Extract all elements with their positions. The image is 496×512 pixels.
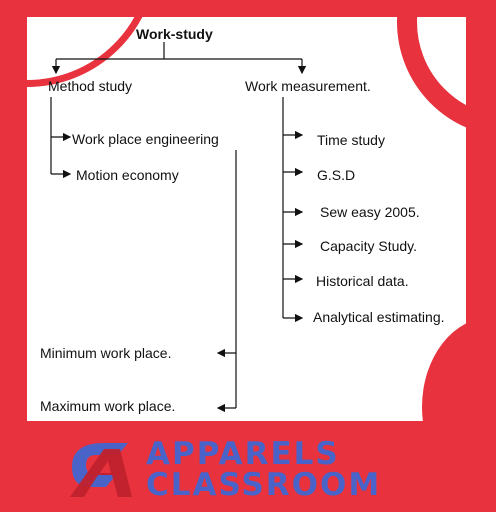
- logo-emblem: [70, 443, 132, 497]
- motion-economy-label: Motion economy: [76, 167, 179, 183]
- work-measurement-label: Work measurement.: [245, 78, 371, 94]
- logo-word-classroom: CLASSROOM: [146, 467, 382, 503]
- logo-word-apparels: APPARELS: [146, 436, 340, 472]
- sew-easy-label: Sew easy 2005.: [320, 204, 420, 220]
- minimum-work-place-label: Minimum work place.: [40, 345, 172, 361]
- analytical-estimating-label: Analytical estimating.: [313, 309, 445, 325]
- gsd-label: G.S.D: [317, 167, 356, 183]
- maximum-work-place-label: Maximum work place.: [40, 398, 176, 414]
- apparels-classroom-logo: APPARELS CLASSROOM: [0, 425, 496, 512]
- root-node-label: Work-study: [136, 26, 213, 42]
- historical-data-label: Historical data.: [316, 273, 409, 289]
- method-study-label: Method study: [48, 78, 133, 94]
- work-place-engineering-label: Work place engineering: [72, 131, 219, 147]
- capacity-study-label: Capacity Study.: [320, 238, 418, 254]
- diagram-panel: [27, 17, 466, 421]
- time-study-label: Time study: [317, 132, 385, 148]
